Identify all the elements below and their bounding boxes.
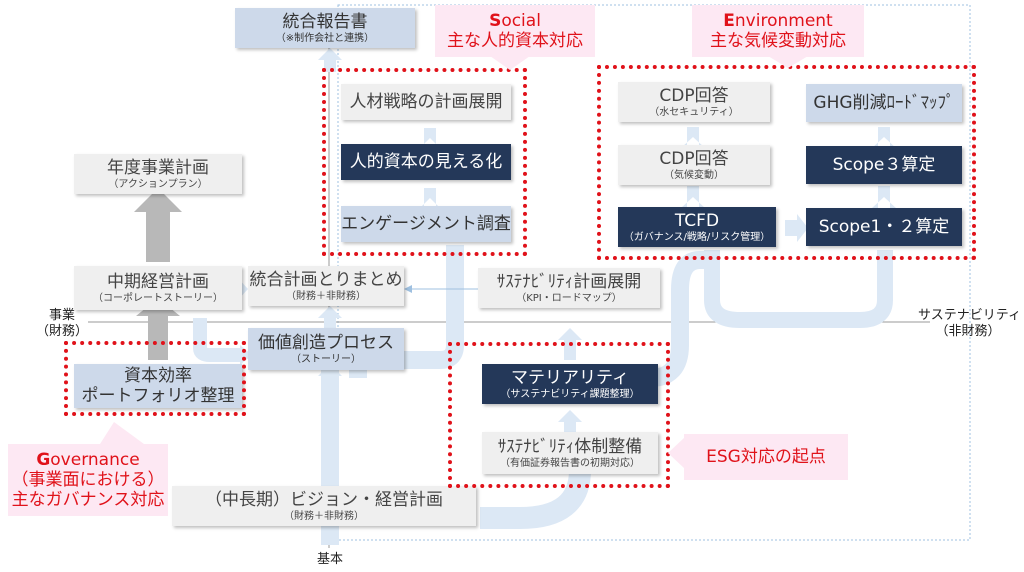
social-callout: Social 主な人的資本対応	[435, 5, 595, 57]
capital-efficiency-box: 資本効率 ポートフォリオ整理	[74, 364, 242, 408]
sustainability-plan-label: ｻｽﾃﾅﾋﾞﾘﾃｨ計画展開	[496, 271, 642, 292]
governance-callout: Governance （事業面における） 主なガバナンス対応	[8, 444, 168, 516]
capital-efficiency-line1: 資本効率	[124, 366, 192, 386]
integrated-report-sub: （※制作会社と連携）	[275, 32, 375, 44]
governance-rest: overnance	[50, 450, 140, 470]
sustainability-system-label: ｻｽﾃﾅﾋﾞﾘﾃｨ体制整備	[497, 436, 643, 457]
sustainability-plan-sub: （KPI・ロードマップ）	[516, 292, 622, 304]
cdp-climate-sub: （気候変動）	[664, 169, 724, 181]
social-rest: ocial	[501, 11, 541, 31]
vision-sub: （財務＋非財務）	[284, 510, 364, 522]
tcfd-label: TCFD	[674, 210, 720, 231]
materiality-sub: （サステナビリティ課題整理）	[500, 388, 640, 400]
esg-start-text: ESG対応の起点	[706, 447, 826, 467]
value-creation-label: 価値創造プロセス	[258, 332, 394, 353]
integrated-plan-sub: （財務＋非財務）	[286, 290, 366, 302]
tcfd-box: TCFD （ガバナンス/戦略/リスク管理）	[618, 207, 776, 247]
governance-callout-line3: 主なガバナンス対応	[11, 490, 165, 510]
environment-callout-title: Environment	[723, 11, 832, 31]
integrated-plan-box: 統合計画とりまとめ （財務＋非財務）	[248, 266, 404, 306]
governance-initial: G	[36, 450, 51, 470]
social-highlight	[322, 68, 527, 256]
human-capital-label: 人的資本の見える化	[349, 152, 503, 172]
axis-left-label: 事業 （財務）	[36, 308, 88, 340]
sustainability-system-box: ｻｽﾃﾅﾋﾞﾘﾃｨ体制整備 （有価証券報告書の初期対応）	[482, 432, 658, 474]
governance-callout-title: Governance	[36, 450, 139, 470]
annual-plan-sub: （アクションプラン）	[108, 178, 208, 190]
esg-callout-pointer	[668, 438, 684, 468]
environment-callout: Environment 主な気候変動対応	[692, 5, 864, 57]
annual-plan-label: 年度事業計画	[107, 157, 209, 178]
governance-callout-line2: （事業面における）	[11, 470, 165, 490]
environment-rest: nvironment	[734, 11, 833, 31]
social-initial: S	[489, 11, 502, 31]
social-callout-sub: 主な人的資本対応	[447, 31, 583, 51]
value-creation-box: 価値創造プロセス （ストーリー）	[248, 328, 404, 370]
ghg-roadmap-label: GHG削減ﾛｰﾄﾞﾏｯﾌﾟ	[813, 93, 955, 113]
capital-efficiency-line2: ポートフォリオ整理	[81, 386, 235, 406]
materiality-label: マテリアリティ	[511, 367, 629, 388]
scope12-label: Scope1・２算定	[818, 217, 950, 237]
cdp-climate-label: CDP回答	[659, 148, 729, 169]
hr-strategy-label: 人材戦略の計画展開	[349, 92, 503, 112]
scope12-box: Scope1・２算定	[806, 208, 962, 246]
human-capital-box: 人的資本の見える化	[341, 144, 511, 180]
environment-callout-sub: 主な気候変動対応	[710, 31, 846, 51]
tcfd-sub: （ガバナンス/戦略/リスク管理）	[623, 231, 771, 243]
esg-start-callout: ESG対応の起点	[684, 434, 848, 480]
mid-term-plan-box: 中期経営計画 （コーポレートストーリー）	[74, 266, 242, 310]
axis-bottom-label: 基本	[316, 552, 343, 567]
axis-right-line1: サステナビリティ	[918, 308, 1021, 323]
annual-plan-box: 年度事業計画 （アクションプラン）	[74, 154, 242, 194]
engagement-box: エンゲージメント調査	[341, 206, 511, 242]
mid-term-plan-sub: （コーポレートストーリー）	[93, 292, 223, 304]
ghg-roadmap-box: GHG削減ﾛｰﾄﾞﾏｯﾌﾟ	[806, 84, 962, 122]
integrated-report-box: 統合報告書 （※制作会社と連携）	[235, 8, 415, 48]
value-creation-sub: （ストーリー）	[291, 353, 361, 365]
cdp-water-label: CDP回答	[659, 85, 729, 106]
scope3-label: Scope３算定	[832, 155, 936, 175]
social-callout-pointer	[490, 56, 530, 70]
axis-left-line1: 事業	[48, 308, 75, 323]
engagement-label: エンゲージメント調査	[341, 214, 511, 234]
axis-left-line2: （財務）	[36, 324, 89, 339]
vision-label: （中長期）ビジョン・経営計画	[205, 489, 443, 510]
mid-term-plan-label: 中期経営計画	[107, 271, 209, 292]
governance-callout-pointer	[100, 422, 144, 444]
integrated-report-label: 統合報告書	[282, 11, 368, 32]
cdp-water-sub: （水セキュリティ）	[649, 106, 739, 118]
vision-box: （中長期）ビジョン・経営計画 （財務＋非財務）	[172, 486, 476, 526]
axis-right-line2: （非財務）	[935, 324, 1001, 339]
environment-initial: E	[723, 11, 735, 31]
materiality-box: マテリアリティ （サステナビリティ課題整理）	[482, 364, 658, 404]
sustainability-plan-box: ｻｽﾃﾅﾋﾞﾘﾃｨ計画展開 （KPI・ロードマップ）	[478, 268, 660, 308]
axis-right-label: サステナビリティ （非財務）	[918, 308, 1021, 340]
scope3-box: Scope３算定	[806, 146, 962, 184]
hr-strategy-box: 人材戦略の計画展開	[341, 84, 511, 120]
social-callout-title: Social	[489, 11, 541, 31]
esg-start-highlight	[448, 342, 670, 488]
cdp-water-box: CDP回答 （水セキュリティ）	[618, 82, 770, 122]
cdp-climate-box: CDP回答 （気候変動）	[618, 145, 770, 185]
integrated-plan-label: 統合計画とりまとめ	[249, 269, 403, 290]
governance-highlight	[64, 341, 246, 416]
sustainability-system-sub: （有価証券報告書の初期対応）	[500, 457, 640, 469]
environment-callout-pointer	[768, 56, 808, 68]
